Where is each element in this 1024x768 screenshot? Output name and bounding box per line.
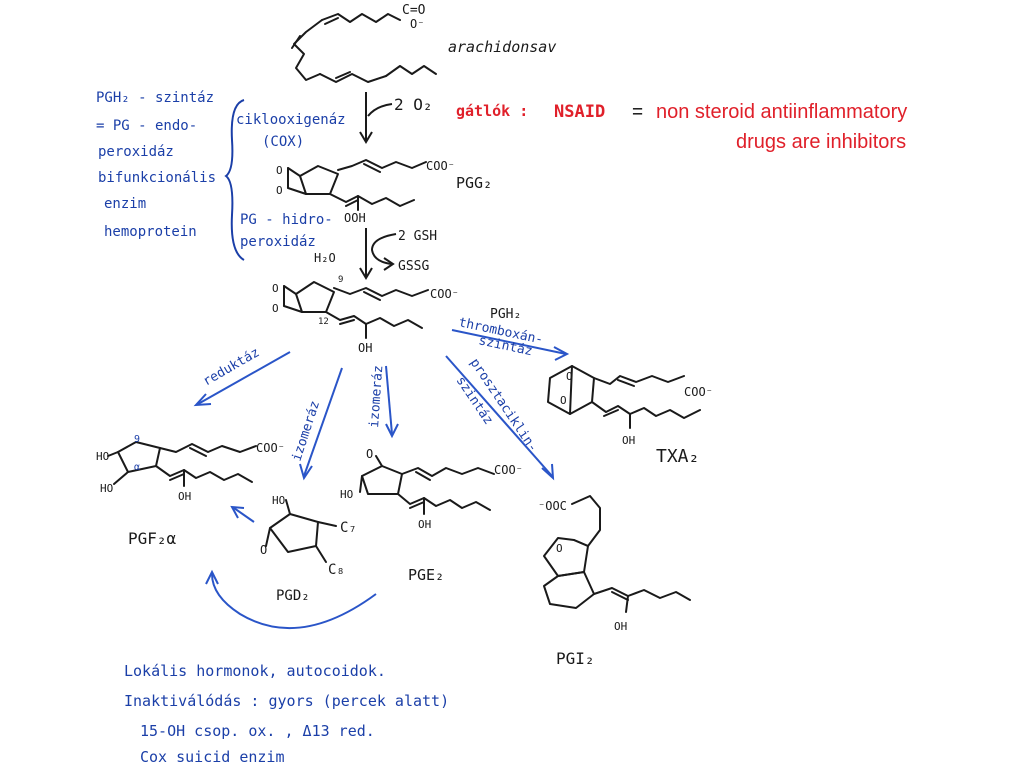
inhibitors-label: gátlók : [456,102,528,120]
nsaid-explanation-line2: drugs are inhibitors [736,131,906,153]
nsaid-label: NSAID [554,102,605,122]
pgf2a-ho2: HO [100,482,113,495]
cox-name: ciklooxigenáz [236,112,346,128]
reductase-label: reduktáz [201,345,263,389]
pgh2-c12-locant: 12 [318,317,329,327]
gssg-product: GSSG [398,259,429,274]
txa2-o2: O [560,394,567,407]
pgh2-structure [283,281,429,339]
gsh-reagent: 2 GSH [398,229,437,244]
oxygen-arrow [367,103,393,117]
synthase-note: peroxidáz [98,144,174,160]
pgf2a-structure [107,441,257,487]
nsaid-explanation-line1: non steroid antiinflammatory [656,101,907,123]
equals-sign: = [632,102,643,123]
note-line: Cox suicid enzim [140,748,285,766]
pgh2-o2: O [272,302,279,315]
isomerase-arrow-pgd2 [303,367,343,477]
gsh-arrow [370,233,397,265]
note-line: Lokális hormonok, autocoidok. [124,662,386,680]
hydroperoxidase-name: PG - hidro- [240,212,333,228]
note-line: Inaktiválódás : gyors (percek alatt) [124,692,449,710]
pgh2-label: PGH₂ [490,307,521,322]
carboxyl-label: C=O [402,3,426,18]
pgf2a-label: PGF₂α [128,529,177,548]
thromboxane-synthase-arrow [451,329,567,355]
pgf2a-hydroxyl: OH [178,490,191,503]
pgf2a-alpha: α [134,462,140,473]
pgg2-carboxylate: COO⁻ [426,159,455,173]
prostacyclin-synthase-arrow [445,355,553,477]
txa2-hydroxyl: OH [622,434,635,447]
pgg2-hydroperoxy: OOH [344,211,366,225]
txa2-label: TXA₂ [656,446,699,467]
pgd2-c7: C₇ [340,520,357,536]
pgd2-to-pgf2a-arrow [233,507,255,523]
hydroperoxidase-name-2: peroxidáz [240,234,316,250]
pgh2-carboxylate: COO⁻ [430,287,459,301]
isomerase-label-pgd2: izomeráz [290,399,324,463]
carboxyl-o-label: O⁻ [410,17,424,31]
synthase-note: hemoprotein [104,224,197,240]
pgd2-c8: C₈ [328,562,345,578]
pgg2-o1: O [276,164,283,177]
synthase-bracket [224,99,245,261]
reductase-arrow [197,351,291,405]
pgh2-c9-locant: 9 [338,275,343,285]
txa2-structure [547,365,701,429]
arachidonic-acid-label: arachidonsav [448,38,556,56]
arachidonic-acid-structure [291,13,437,83]
pge2-to-pgf2a-arrow [211,573,377,630]
pgg2-label: PGG₂ [456,174,492,192]
pgi2-hydroxyl: OH [614,620,627,633]
pgh2-o1: O [272,282,279,295]
pgh2-hydroxyl: OH [358,341,372,355]
pgg2-structure [287,159,427,211]
synthase-notes: PGH₂ - szintáz = PG - endo- peroxidáz bi… [96,90,216,240]
synthase-note: bifunkcionális [98,170,216,186]
isomerase-label-pge2: izomeráz [367,365,386,429]
pge2-oxo: O [366,447,373,461]
pge2-structure [359,455,495,515]
pgf2a-carboxylate: COO⁻ [256,441,285,455]
txa2-carboxylate: COO⁻ [684,385,713,399]
pge2-hydroxyl: OH [418,518,431,531]
pgf2a-c9: 9 [134,434,140,445]
pgi2-structure [543,495,691,613]
pge2-carboxylate: COO⁻ [494,463,523,477]
synthase-note: = PG - endo- [96,118,197,134]
bottom-notes: Lokális hormonok, autocoidok. Inaktiváló… [124,662,449,766]
note-line: 15-OH csop. ox. , Δ13 red. [140,722,375,740]
pgf2a-ho1: HO [96,450,109,463]
pgd2-label: PGD₂ [276,588,310,604]
pgd2-ho: HO [272,494,285,507]
pgi2-carboxylate: ⁻OOC [538,499,567,513]
isomerase-arrow-pge2 [385,365,393,435]
pgi2-ring-o: O [556,542,563,555]
pgi2-label: PGI₂ [556,649,595,668]
txa2-o1: O [566,370,573,383]
synthase-note: PGH₂ - szintáz [96,90,214,106]
synthase-note: enzim [104,196,146,212]
pgd2-structure [265,499,337,563]
water-product: H₂O [314,251,336,265]
pgg2-o2: O [276,184,283,197]
cox-abbrev: (COX) [262,134,304,150]
pge2-ho: HO [340,488,353,501]
pgd2-oxo: O [260,543,267,557]
oxygen-reagent: 2 O₂ [394,95,433,114]
pge2-label: PGE₂ [408,566,444,584]
